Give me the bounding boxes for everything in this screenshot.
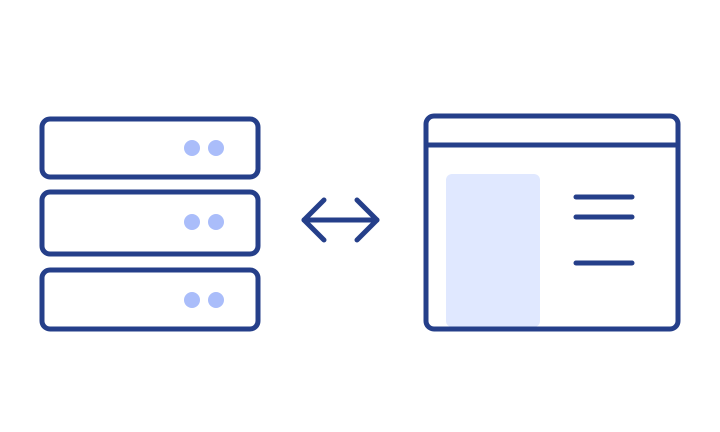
server-rack-icon <box>39 116 261 332</box>
arrow-head-left <box>301 197 327 243</box>
server-unit-top <box>39 116 261 180</box>
server-led-icon <box>208 140 224 156</box>
server-led-icon <box>184 140 200 156</box>
server-led-icon <box>208 292 224 308</box>
server-unit-middle <box>39 189 261 257</box>
bidirectional-arrow-icon <box>301 197 380 243</box>
server-unit-frame <box>39 189 261 257</box>
server-unit-frame <box>39 116 261 180</box>
browser-sidebar-panel <box>446 174 540 327</box>
browser-frame <box>423 113 681 332</box>
arrow-head-right <box>354 197 380 243</box>
server-unit-frame <box>39 267 261 332</box>
server-led-icon <box>184 214 200 230</box>
server-led-icon <box>184 292 200 308</box>
server-unit-bottom <box>39 267 261 332</box>
browser-window-icon <box>423 113 681 332</box>
server-led-icon <box>208 214 224 230</box>
